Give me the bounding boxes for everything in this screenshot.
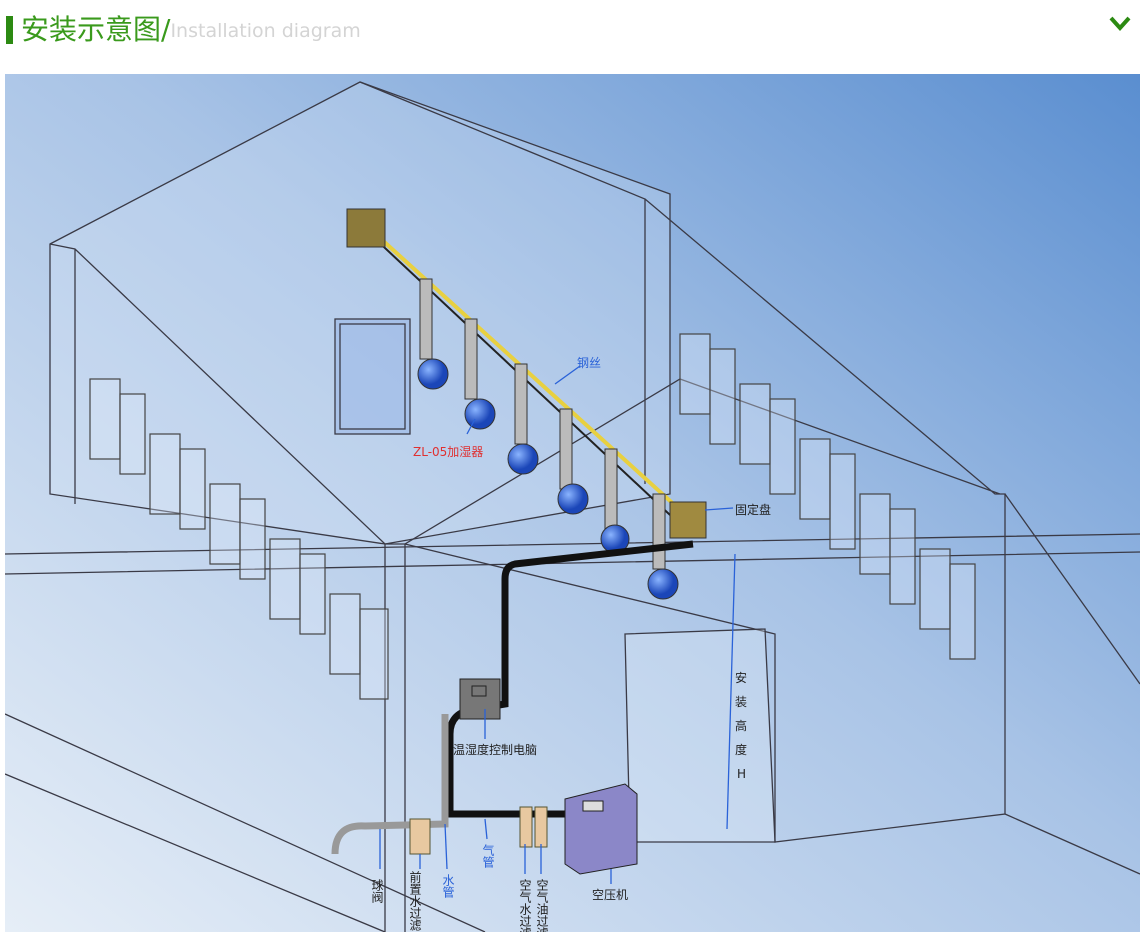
label-compressor: 空压机	[592, 888, 628, 902]
label-height-5: H	[737, 767, 746, 781]
label-height-1: 安	[735, 670, 747, 685]
label-water-pipe: 水管	[441, 874, 455, 899]
label-height-2: 装	[735, 695, 747, 709]
label-air-water-filter: 空气水过滤器	[518, 879, 532, 932]
section-header: 安装示意图 / Installation diagram	[6, 10, 361, 50]
label-humidifier: ZL-05加湿器	[413, 444, 483, 459]
label-pre-filter: 前置水过滤	[408, 870, 422, 931]
label-air-pipe: 气管	[481, 843, 495, 869]
label-height-4: 度	[735, 742, 747, 757]
section-title: 安装示意图	[21, 13, 162, 46]
label-air-oil-filter: 空气油过滤器	[535, 879, 549, 932]
label-wire: 钢丝	[577, 356, 601, 370]
chevron-down-icon[interactable]	[1105, 8, 1135, 38]
title-separator: /	[161, 13, 171, 46]
label-ball-valve: 球阀	[370, 879, 384, 904]
header-accent-bar	[6, 16, 13, 44]
label-fixed-plate: 固定盘	[735, 502, 771, 517]
label-controller: 温湿度控制电脑	[453, 742, 537, 757]
section-subtitle: Installation diagram	[170, 20, 361, 42]
installation-diagram: 钢丝 ZL-05加湿器 固定盘 温湿度控制电脑 空压机 安 装 高 度 H 球阀…	[5, 74, 1140, 932]
label-height-3: 高	[735, 718, 747, 733]
